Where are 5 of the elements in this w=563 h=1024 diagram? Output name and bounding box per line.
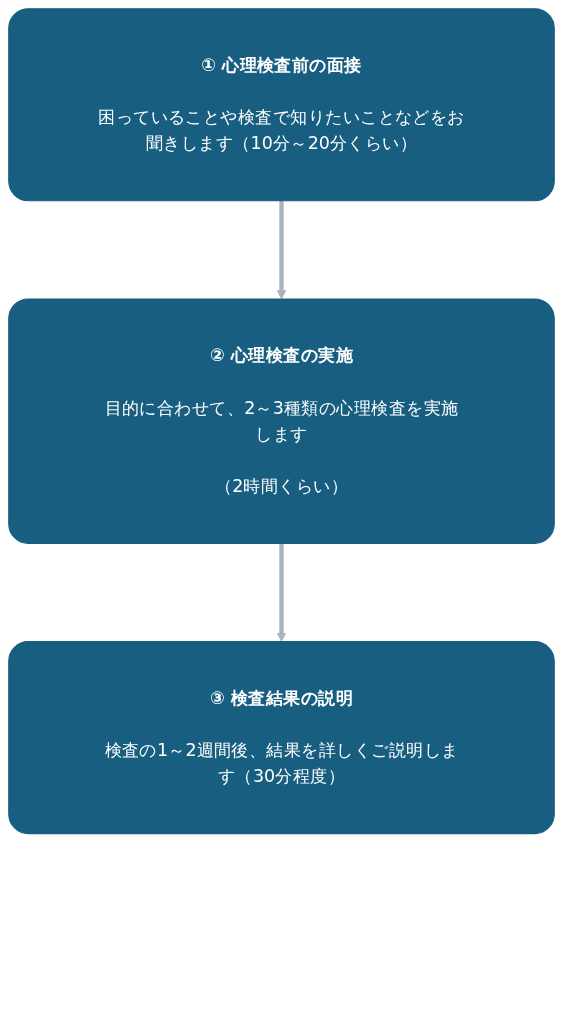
arrow — [276, 200, 287, 300]
node-box: ② 心理検査の実施 目的に合わせて、2～3種類の心理検査を実施します （2時間くらい） — [8, 298, 555, 544]
arrow — [276, 543, 287, 642]
node-box: ③ 検査結果の説明 検査の1～2週間後、結果を詳しくご説明します（30分程度） — [8, 641, 555, 835]
node-box: ① 心理検査前の面接 困っていることや検査で知りたいことなどをお聞きします（10分～20分くらい） — [8, 8, 555, 202]
